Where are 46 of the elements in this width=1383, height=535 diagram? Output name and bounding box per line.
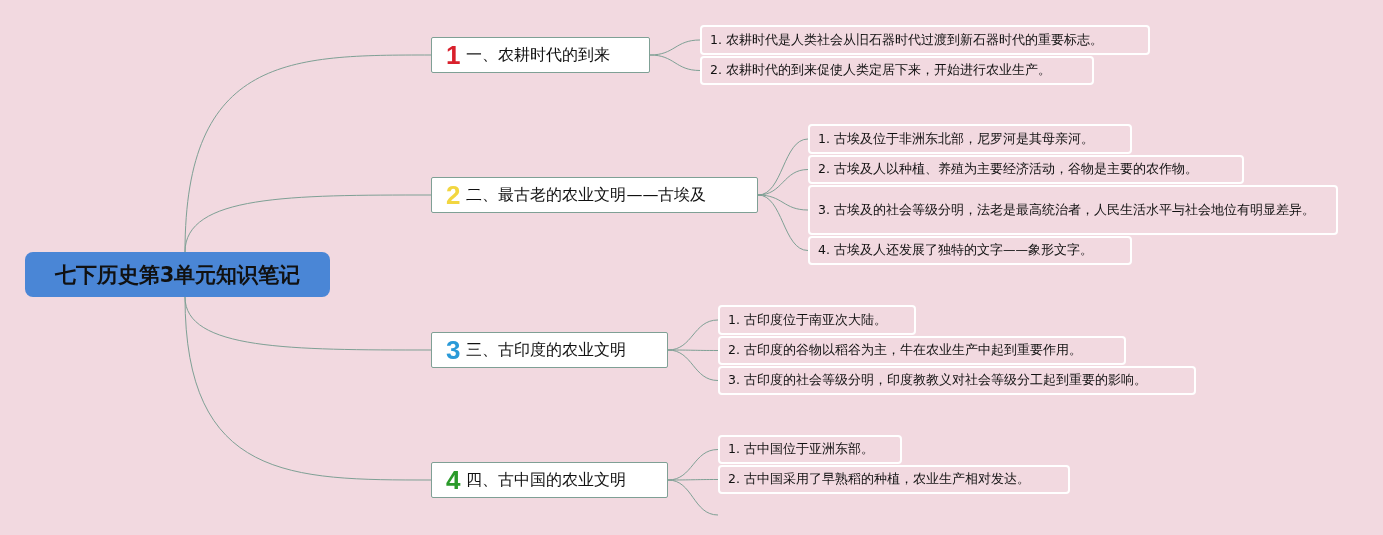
connector-line [667, 349, 719, 381]
note-text: 2. 古中国采用了早熟稻的种植，农业生产相对发达。 [728, 470, 1030, 489]
note-text: 2. 古埃及人以种植、养殖为主要经济活动，谷物是主要的农作物。 [818, 160, 1198, 179]
branch-topic-box [431, 177, 758, 213]
section-number: 2 [446, 179, 461, 211]
note-text: 1. 古中国位于亚洲东部。 [728, 440, 874, 459]
note-box [808, 185, 1338, 235]
branch-topic-box [431, 462, 668, 498]
connector-line [667, 349, 719, 351]
note-box [700, 56, 1094, 85]
note-box [700, 25, 1150, 55]
connector-line [184, 194, 432, 253]
note-text: 2. 农耕时代的到来促使人类定居下来，开始进行农业生产。 [710, 61, 1051, 80]
note-box [718, 435, 902, 464]
note-box [718, 366, 1196, 395]
note-text: 2. 古印度的谷物以稻谷为主，牛在农业生产中起到重要作用。 [728, 341, 1082, 360]
note-box [718, 465, 1070, 494]
root-topic-box [25, 252, 330, 297]
note-text: 3. 古印度的社会等级分明，印度教教义对社会等级分工起到重要的影响。 [728, 371, 1147, 390]
connector-line [649, 39, 701, 56]
note-box [808, 155, 1244, 184]
section-title: 二、最古老的农业文明——古埃及 [466, 184, 707, 206]
connector-line [667, 479, 719, 481]
connector-line [649, 54, 701, 71]
note-text: 1. 农耕时代是人类社会从旧石器时代过渡到新石器时代的重要标志。 [710, 30, 1103, 49]
note-text: 1. 古埃及位于非洲东北部，尼罗河是其母亲河。 [818, 129, 1094, 148]
section-number: 4 [446, 464, 461, 496]
connector-line [757, 194, 809, 211]
note-box [808, 236, 1132, 265]
note-text: 4. 古埃及人还发展了独特的文字——象形文字。 [818, 241, 1093, 260]
note-text: 1. 古印度位于南亚次大陆。 [728, 310, 887, 329]
note-box [808, 124, 1132, 154]
connector-line [667, 479, 719, 516]
note-box [718, 336, 1126, 365]
branch-topic-box [431, 332, 668, 368]
section-number: 1 [446, 39, 461, 71]
note-text: 3. 古埃及的社会等级分明，法老是最高统治者，人民生活水平与社会地位有明显差异。 [818, 200, 1315, 219]
title-text: 七下历史第3单元知识笔记 [54, 261, 301, 289]
section-title: 三、古印度的农业文明 [466, 339, 627, 361]
section-number: 3 [446, 334, 461, 366]
branch-topic-box [431, 37, 650, 73]
section-title: 四、古中国的农业文明 [466, 469, 627, 491]
section-title: 一、农耕时代的到来 [466, 44, 611, 66]
connector-line [757, 194, 809, 251]
connector-line [184, 296, 432, 481]
note-box [718, 305, 916, 335]
